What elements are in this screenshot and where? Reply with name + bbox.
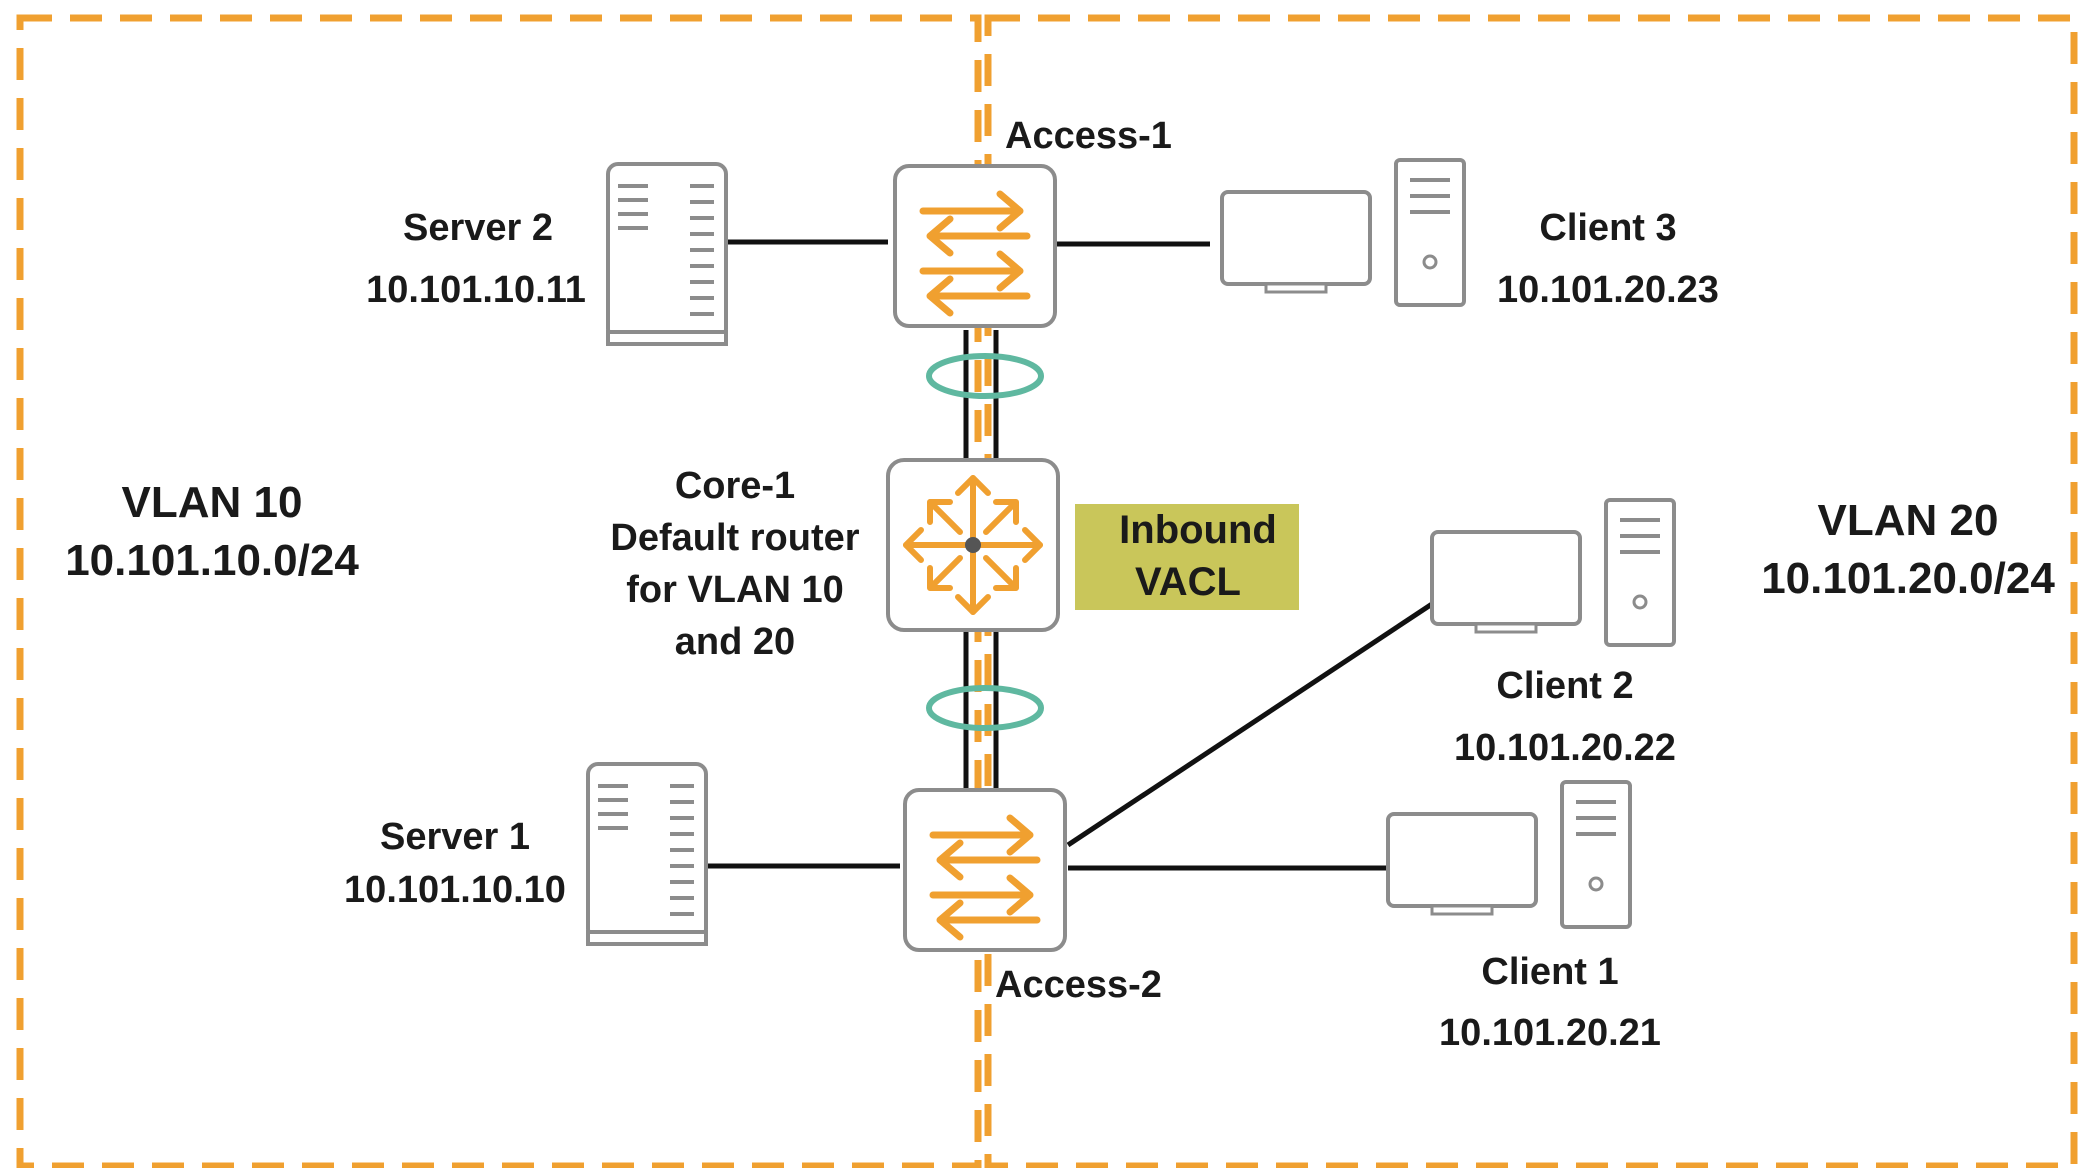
vlan20-boundary (984, 14, 2078, 1168)
core1-label-line1: Core-1 (675, 465, 795, 507)
client1-ip: 10.101.20.21 (1439, 1012, 1661, 1054)
vlan10-subnet: 10.101.10.0/24 (65, 536, 359, 585)
core1-label-line2: Default router (610, 517, 859, 559)
client1-name: Client 1 (1481, 951, 1618, 993)
client3-ip: 10.101.20.23 (1497, 269, 1719, 311)
server1-name: Server 1 (380, 816, 530, 858)
core1-label-line3: for VLAN 10 (626, 569, 843, 611)
core1-label: Core-1 Default router for VLAN 10 and 20 (610, 465, 859, 663)
vlan10-name: VLAN 10 (122, 478, 303, 527)
vacl-label-line1: Inbound (1119, 508, 1277, 552)
core1-router[interactable] (888, 460, 1058, 630)
vlan20-name: VLAN 20 (1818, 496, 1999, 545)
client3-name: Client 3 (1539, 207, 1676, 249)
client1-device[interactable] (1386, 780, 1632, 929)
access2-switch[interactable] (905, 790, 1065, 950)
client2-name: Client 2 (1496, 665, 1633, 707)
lag-ring-lower (926, 685, 1044, 731)
vlan20-subnet: 10.101.20.0/24 (1761, 554, 2055, 603)
access1-label: Access-1 (1005, 115, 1172, 157)
lag-core1-access2 (963, 632, 999, 790)
server2-ip: 10.101.10.11 (366, 269, 586, 311)
link-access2-client2 (1066, 601, 1434, 848)
server2-device[interactable] (606, 162, 728, 346)
client2-ip: 10.101.20.22 (1454, 727, 1676, 769)
client3-device[interactable] (1220, 158, 1466, 307)
vacl-label-line2: VACL (1135, 560, 1241, 604)
server1-device[interactable] (586, 762, 708, 946)
server1-ip: 10.101.10.10 (344, 869, 566, 911)
lag-ring-upper (926, 353, 1044, 399)
access1-switch[interactable] (895, 166, 1055, 326)
core1-label-line4: and 20 (675, 621, 795, 663)
access2-label: Access-2 (995, 964, 1162, 1006)
vacl-box: Inbound VACL (1075, 504, 1299, 610)
client2-device[interactable] (1430, 498, 1676, 647)
server2-name: Server 2 (403, 207, 553, 249)
